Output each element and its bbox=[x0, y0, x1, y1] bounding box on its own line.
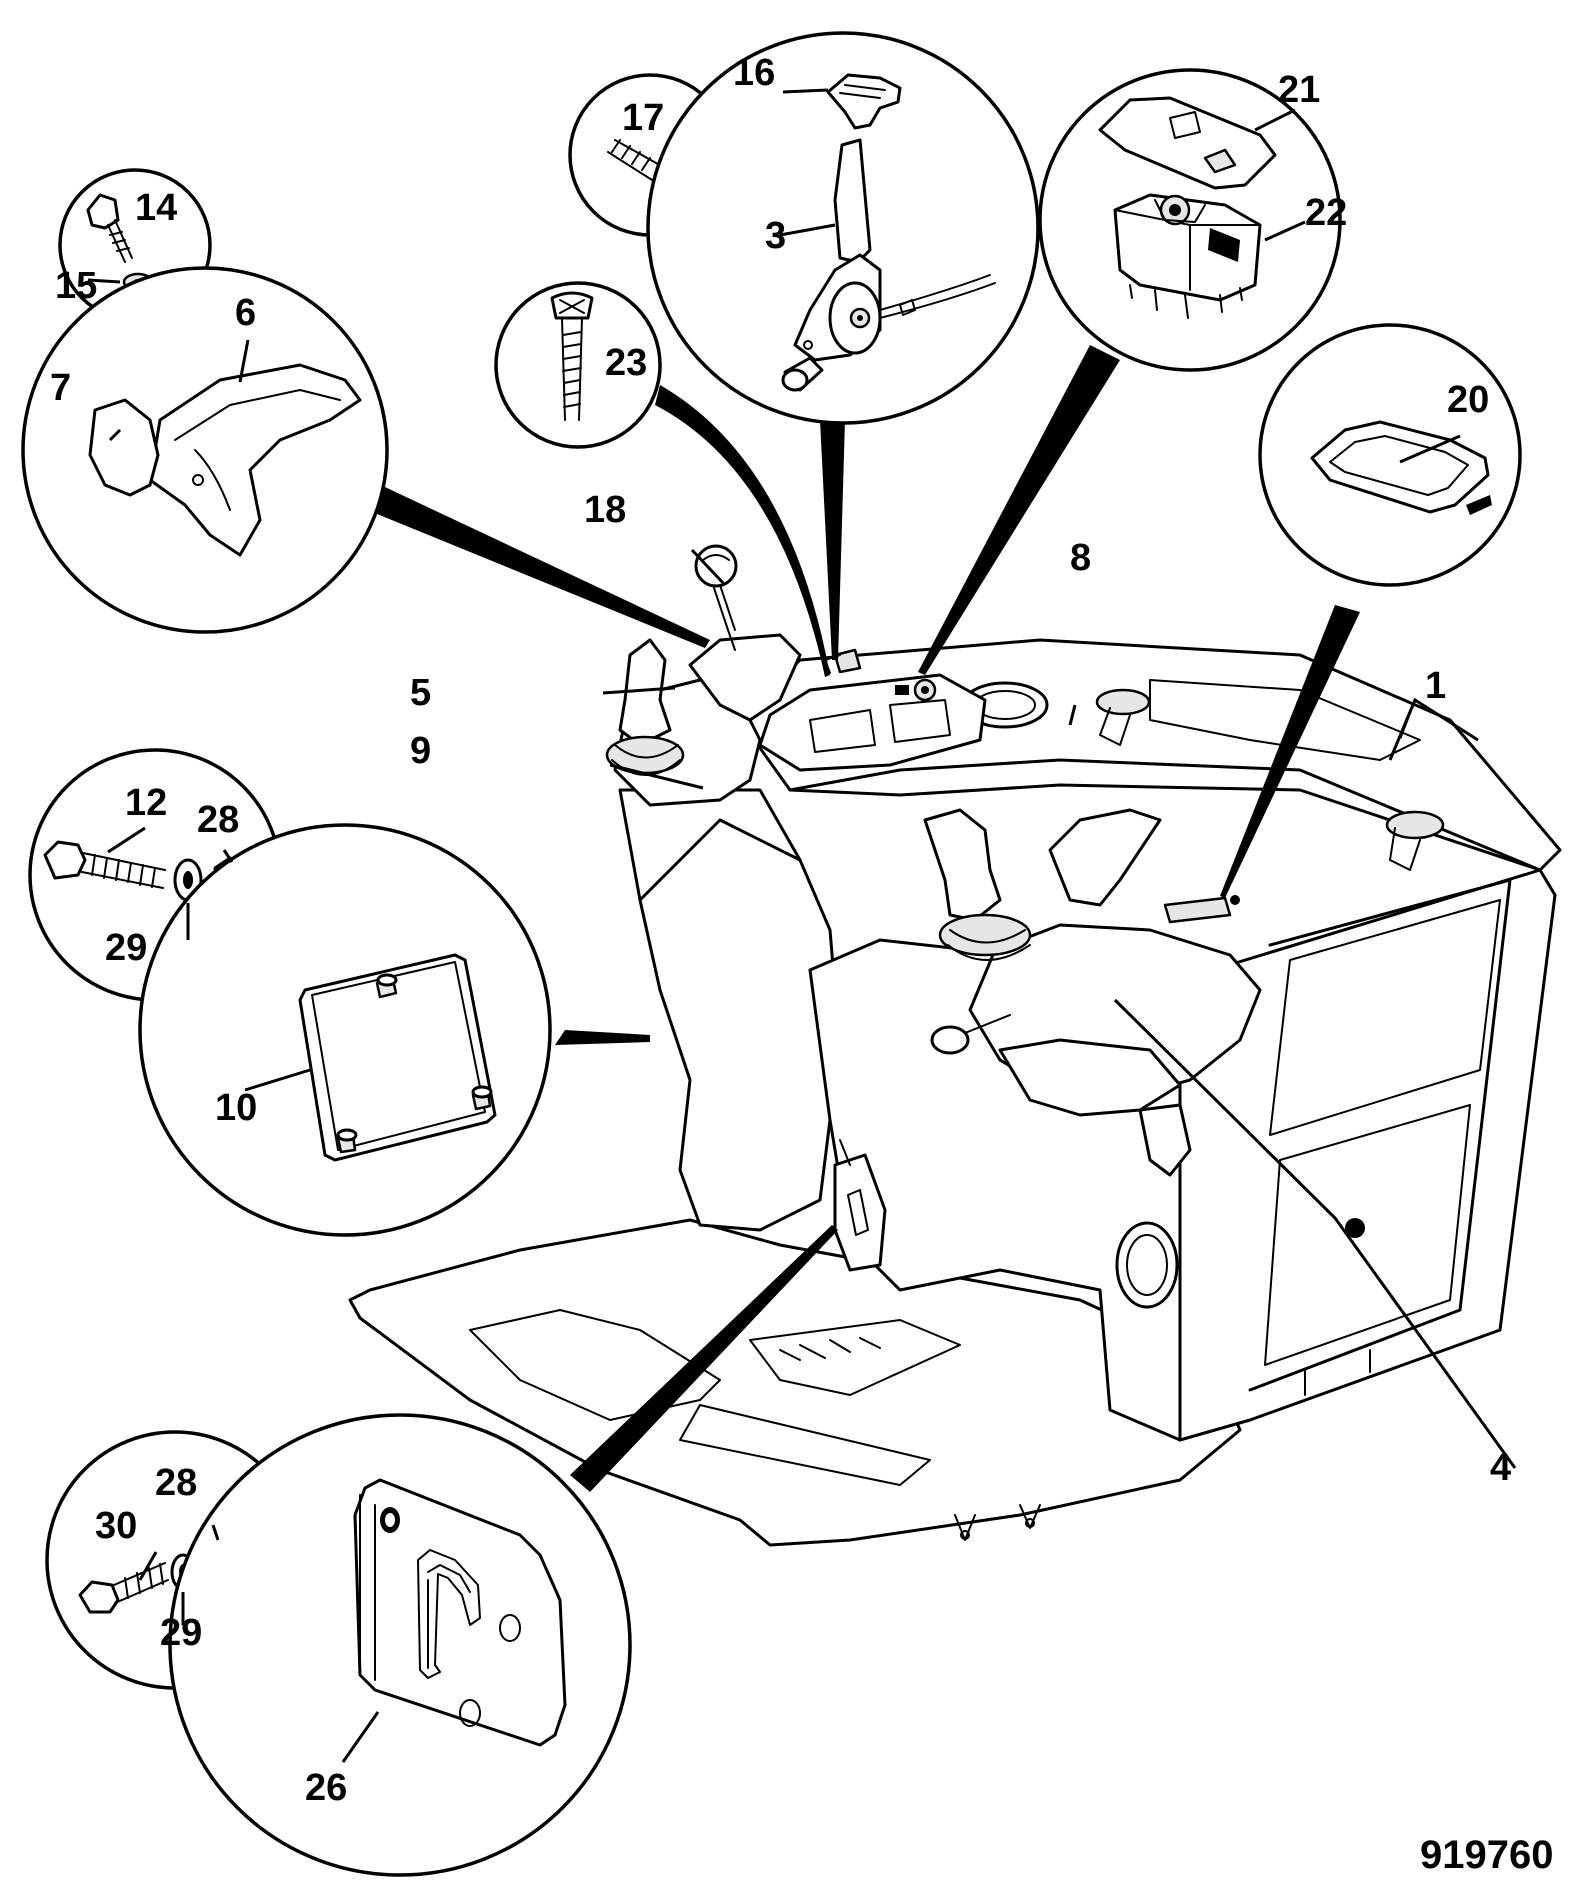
callout-4: 4 bbox=[1490, 1447, 1511, 1489]
cap-7 bbox=[88, 398, 160, 497]
wedge-3-16 bbox=[820, 420, 845, 660]
wedge-26 bbox=[570, 1225, 838, 1492]
access-plate-slot bbox=[417, 1549, 481, 1679]
callout-10: 10 bbox=[215, 1087, 257, 1129]
knob-16 bbox=[826, 73, 902, 130]
wedge-23 bbox=[655, 385, 830, 677]
gear-selector-stalk bbox=[711, 581, 736, 651]
detail-21-22 bbox=[1038, 68, 1342, 372]
cabinet-grommet bbox=[1345, 1218, 1365, 1238]
detail-23 bbox=[494, 281, 662, 449]
callout-14: 14 bbox=[135, 187, 177, 229]
callout-3: 3 bbox=[765, 215, 786, 257]
callout-22: 22 bbox=[1305, 192, 1347, 234]
callout-1: 1 bbox=[1425, 665, 1446, 707]
callout-29-lower: 29 bbox=[160, 1612, 202, 1654]
detail-20 bbox=[1258, 323, 1522, 587]
callout-15: 15 bbox=[55, 265, 97, 307]
figure-number: 919760 bbox=[1420, 1833, 1553, 1877]
detail-circle bbox=[494, 281, 662, 449]
callout-30: 30 bbox=[95, 1505, 137, 1547]
detail-26 bbox=[168, 1413, 632, 1877]
bolt-12 bbox=[43, 840, 87, 880]
left-joystick bbox=[618, 638, 672, 747]
callout-26: 26 bbox=[305, 1767, 347, 1809]
callout-29-upper: 29 bbox=[105, 927, 147, 969]
callout-21: 21 bbox=[1278, 69, 1320, 111]
wedge-6-7 bbox=[355, 480, 710, 648]
left-pedestal bbox=[618, 788, 842, 1232]
leader-lines bbox=[87, 88, 1517, 1763]
access-plate-26 bbox=[353, 1478, 567, 1747]
gear-selector-knob bbox=[694, 544, 738, 588]
right-joystick bbox=[923, 808, 1002, 922]
mount-pad bbox=[1095, 688, 1151, 716]
callout-9: 9 bbox=[410, 730, 431, 772]
callout-7: 7 bbox=[50, 367, 71, 409]
callout-12: 12 bbox=[125, 782, 167, 824]
callout-6: 6 bbox=[235, 292, 256, 334]
wedge-21-22 bbox=[918, 345, 1120, 675]
callout-5: 5 bbox=[410, 672, 431, 714]
lever-3 bbox=[833, 138, 872, 264]
callout-17: 17 bbox=[622, 97, 664, 139]
cover-6 bbox=[148, 363, 362, 557]
console-assembly bbox=[348, 544, 1562, 1547]
bolt-14 bbox=[86, 193, 120, 230]
callout-18: 18 bbox=[584, 489, 626, 531]
wedge-20 bbox=[1220, 605, 1360, 898]
callout-8: 8 bbox=[1070, 537, 1091, 579]
detail-6-7 bbox=[21, 266, 389, 634]
mount-pad bbox=[1385, 810, 1445, 840]
callout-20: 20 bbox=[1447, 379, 1489, 421]
right-cabinet bbox=[1178, 868, 1557, 1442]
callout-28-lower: 28 bbox=[155, 1462, 197, 1504]
right-armrest-cover bbox=[1048, 808, 1162, 907]
left-armrest-cover bbox=[688, 633, 802, 722]
wedge-10 bbox=[555, 1030, 650, 1045]
callout-16: 16 bbox=[733, 52, 775, 94]
right-lever-knob bbox=[930, 1025, 970, 1055]
detail-3-16 bbox=[646, 31, 1040, 425]
detail-10 bbox=[138, 823, 552, 1237]
bolt-30 bbox=[78, 1580, 120, 1614]
throttle-cable bbox=[879, 274, 996, 319]
floor-plate-recess bbox=[469, 1309, 721, 1421]
floor-plate-pedal-area bbox=[749, 1319, 961, 1396]
callout-labels: 1 3 4 5 6 7 8 9 10 12 14 15 16 17 18 20 … bbox=[50, 52, 1511, 1809]
callout-23: 23 bbox=[605, 342, 647, 384]
callout-28-upper: 28 bbox=[197, 799, 239, 841]
cover-plate-10 bbox=[298, 953, 497, 1162]
